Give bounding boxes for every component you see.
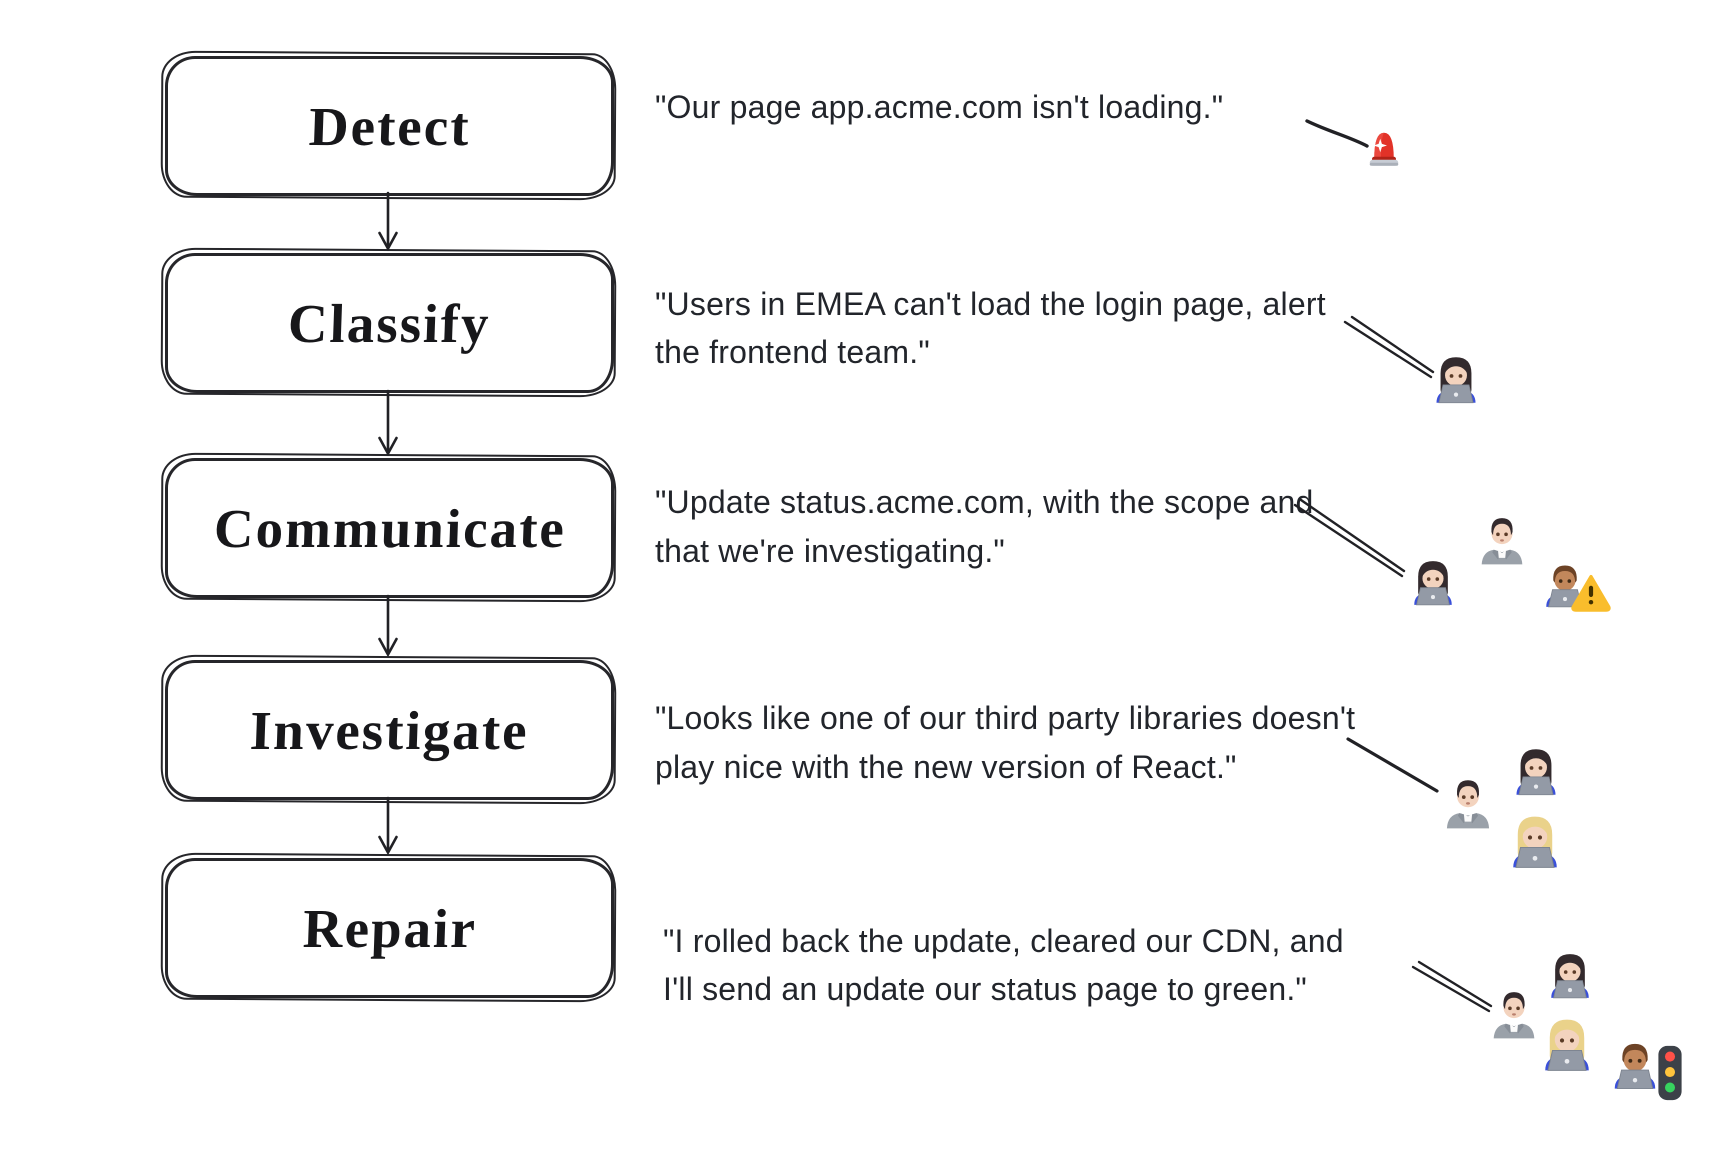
- quote-investigate: "Looks like one of our third party libra…: [655, 700, 1356, 785]
- vertical-traffic-light-icon: [1654, 1044, 1686, 1102]
- quote-repair: "I rolled back the update, cleared our C…: [663, 923, 1344, 1007]
- office-worker-icon: [1441, 776, 1495, 830]
- woman-technologist-icon: [1408, 558, 1458, 608]
- woman-technologist-icon: [1430, 354, 1482, 406]
- woman-technologist-icon: [1545, 951, 1595, 1001]
- quote-classify: "Users in EMEA can't load the login page…: [655, 286, 1326, 370]
- blonde-woman-technologist-icon: [1538, 1016, 1596, 1074]
- flow-box-classify: Classify: [165, 253, 614, 393]
- flow-box-label: Communicate: [212, 497, 567, 559]
- flow-box-communicate: Communicate: [165, 458, 614, 598]
- flow-box-investigate: Investigate: [165, 660, 614, 800]
- flow-box-label: Investigate: [249, 699, 530, 761]
- quote-detect: "Our page app.acme.com isn't loading.": [655, 89, 1224, 125]
- flow-box-repair: Repair: [165, 858, 614, 998]
- quote-communicate: "Update status.acme.com, with the scope …: [655, 484, 1314, 569]
- flow-box-label: Classify: [287, 292, 492, 354]
- warning-sign-icon: [1570, 572, 1612, 614]
- office-worker-icon: [1476, 514, 1528, 566]
- flow-box-detect: Detect: [165, 56, 614, 196]
- flow-box-label: Detect: [307, 95, 472, 157]
- blonde-woman-technologist-icon: [1506, 813, 1564, 871]
- police-car-light-icon: [1366, 122, 1402, 172]
- woman-technologist-icon: [1510, 746, 1562, 798]
- office-worker-icon: [1488, 988, 1540, 1040]
- flow-box-label: Repair: [301, 897, 478, 959]
